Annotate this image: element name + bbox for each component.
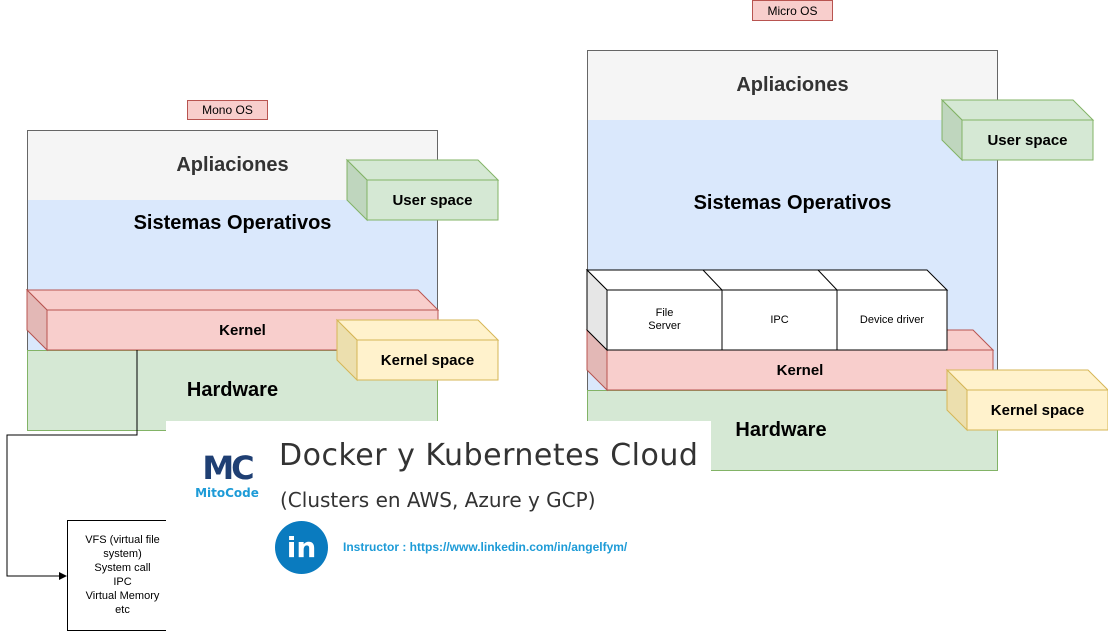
mono-connector-arrow xyxy=(6,350,138,580)
service-label-line1: File xyxy=(655,307,674,319)
course-title: Docker y Kubernetes Cloud xyxy=(279,438,699,473)
note-line: VFS (virtual file xyxy=(85,534,160,546)
micro-user-space-box xyxy=(940,98,1095,162)
logo-letters: MC xyxy=(202,449,254,487)
note-line: Virtual Memory xyxy=(85,590,160,602)
micro-kernel-space-box xyxy=(945,368,1108,432)
note-line: IPC xyxy=(113,576,132,588)
linkedin-icon[interactable]: in xyxy=(275,521,328,574)
micro-hardware-label: Hardware xyxy=(735,418,827,441)
micro-service-ipc: IPC xyxy=(722,290,837,350)
mono-kernel-space-label: Kernel space xyxy=(380,351,475,369)
micro-user-space-label: User space xyxy=(987,131,1068,149)
service-label-line2: Server xyxy=(648,320,681,332)
linkedin-glyph: in xyxy=(286,531,317,564)
micro-os-tag: Micro OS xyxy=(752,0,833,21)
micro-service-device-driver: Device driver xyxy=(837,290,947,350)
logo-name: MitoCode xyxy=(195,486,259,500)
note-line: System call xyxy=(94,562,151,574)
mitocode-logo: MC MitoCode xyxy=(192,450,262,506)
micro-os-label: Sistemas Operativos xyxy=(693,191,892,214)
mono-hardware-label: Hardware xyxy=(186,378,279,401)
mono-apps-layer: Apliaciones xyxy=(27,130,438,201)
service-label: IPC xyxy=(770,314,789,326)
micro-services-box xyxy=(585,268,949,352)
mono-user-space-label: User space xyxy=(392,191,473,209)
micro-kernel-label: Kernel xyxy=(776,361,824,379)
course-banner xyxy=(166,421,711,631)
note-line: system) xyxy=(103,548,142,560)
mono-user-space-box xyxy=(345,158,500,222)
course-subtitle: (Clusters en AWS, Azure y GCP) xyxy=(280,488,596,512)
mono-kernel-space-box xyxy=(335,318,500,382)
mono-kernel-note: VFS (virtual file system) System call IP… xyxy=(67,520,178,631)
mono-os-label: Sistemas Operativos xyxy=(133,211,332,234)
note-line: etc xyxy=(115,604,130,616)
mono-kernel-label: Kernel xyxy=(219,321,266,339)
micro-service-file-server: File Server xyxy=(607,290,722,350)
mono-os-tag: Mono OS xyxy=(187,100,268,120)
instructor-link[interactable]: Instructor : https://www.linkedin.com/in… xyxy=(343,540,628,554)
service-label: Device driver xyxy=(859,314,925,326)
micro-kernel-space-label: Kernel space xyxy=(990,401,1085,419)
